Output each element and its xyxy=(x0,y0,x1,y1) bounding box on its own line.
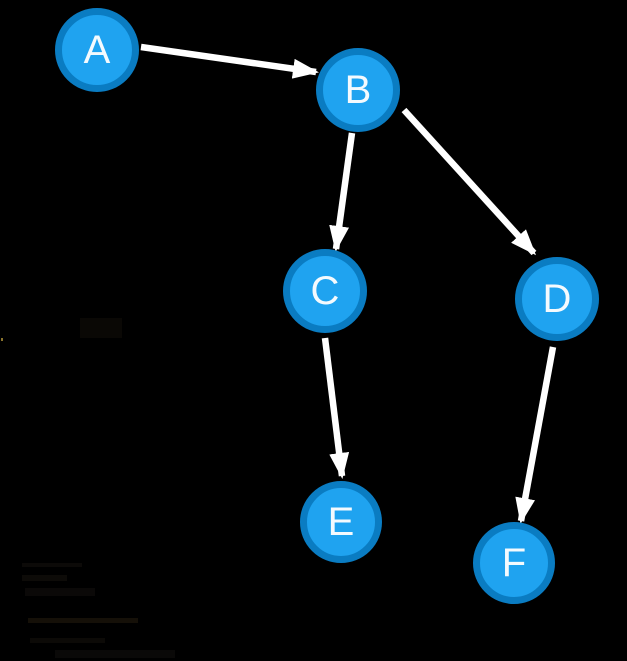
screen-artifact xyxy=(28,618,138,623)
node-label: F xyxy=(501,541,527,585)
node-label: E xyxy=(327,500,355,544)
screen-artifact xyxy=(25,588,95,596)
screen-artifact xyxy=(22,575,67,581)
graph-node-a[interactable]: A xyxy=(55,8,139,92)
graph-node-b[interactable]: B xyxy=(316,48,400,132)
node-label: A xyxy=(83,28,111,72)
graph-edge-d-f xyxy=(515,346,557,524)
graph-edge-a-b xyxy=(140,43,319,79)
screen-artifact xyxy=(1,338,3,341)
node-label: B xyxy=(344,68,372,112)
graph-node-d[interactable]: D xyxy=(515,257,599,341)
screen-artifact xyxy=(30,638,105,643)
node-label: C xyxy=(310,269,340,313)
graph-edge-b-c xyxy=(329,132,356,252)
screen-artifact xyxy=(22,563,82,567)
graph-node-e[interactable]: E xyxy=(300,481,382,563)
graph-edge-c-e xyxy=(321,337,350,479)
screen-artifact xyxy=(55,650,175,658)
graph-node-c[interactable]: C xyxy=(283,249,367,333)
graph-edge-b-d xyxy=(401,107,537,256)
node-label: D xyxy=(542,277,572,321)
screen-artifact xyxy=(80,318,122,338)
graph-node-f[interactable]: F xyxy=(473,522,555,604)
